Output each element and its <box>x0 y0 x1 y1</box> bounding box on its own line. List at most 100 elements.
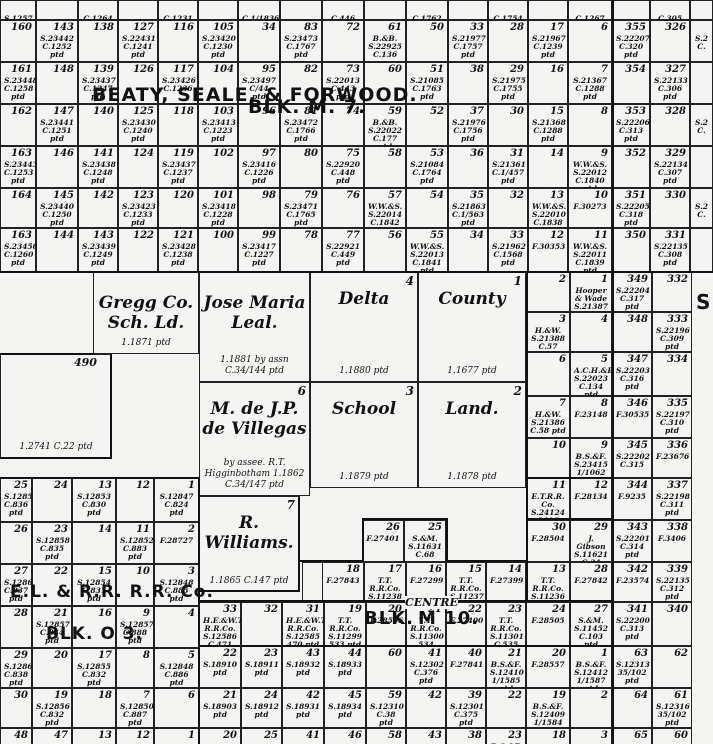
survey-section[interactable]: 48 <box>0 728 32 744</box>
survey-section[interactable] <box>690 62 713 104</box>
survey-section[interactable]: C.1264 ptd <box>78 0 118 31</box>
survey-section[interactable]: 38 <box>448 62 488 104</box>
survey-section[interactable]: 58 <box>366 728 406 744</box>
survey-section[interactable] <box>280 0 322 20</box>
survey-section[interactable]: 17T.T. R.R.Co. S.11238 532 ptd <box>364 562 406 609</box>
survey-section[interactable]: 98 <box>238 188 280 228</box>
survey-section[interactable]: 354 <box>612 62 650 104</box>
survey-section[interactable]: 3H.&W. S.21388 C.57 ptd <box>526 312 570 359</box>
survey-section[interactable]: S.2 C. <box>690 20 713 62</box>
survey-section[interactable]: 20 <box>32 648 72 688</box>
survey-section[interactable]: 25 <box>241 728 282 744</box>
survey-section[interactable]: S.1257 ptd <box>0 0 36 31</box>
survey-section[interactable]: 82 <box>280 62 322 104</box>
survey-section[interactable]: 74 <box>322 104 364 146</box>
survey-section[interactable]: 80 <box>280 146 322 188</box>
survey-section[interactable]: 34 <box>238 20 280 62</box>
survey-section[interactable]: 36 <box>448 146 488 188</box>
survey-section[interactable]: S.2 C. <box>690 104 713 146</box>
survey-section[interactable]: 24 <box>32 478 72 522</box>
survey-section[interactable]: 26 <box>0 522 32 564</box>
survey-section[interactable]: 54 <box>406 188 448 228</box>
survey-section[interactable]: 9B.S.&F. S.23415 1/1062 ptd <box>570 438 612 485</box>
survey-section[interactable]: 46 <box>324 728 366 744</box>
survey-section[interactable] <box>690 0 713 20</box>
survey-section[interactable]: 104 <box>198 62 238 104</box>
survey-section[interactable] <box>198 0 238 20</box>
survey-section[interactable]: 76 <box>322 188 364 228</box>
survey-section[interactable]: 31H.E.&W.T. R.R.Co. S.12585 470 ptd <box>282 602 328 649</box>
survey-section[interactable]: 32 <box>241 602 282 646</box>
survey-section[interactable]: 140 <box>78 104 118 146</box>
survey-section[interactable]: 148 <box>36 62 78 104</box>
survey-section[interactable]: C.305 ptd <box>650 0 690 31</box>
survey-section[interactable]: 14 <box>72 522 116 564</box>
survey-section[interactable]: 4 <box>154 606 199 648</box>
survey-section[interactable]: 11E.T.R.R. Co. S.24124 3416 ptd <box>526 478 570 533</box>
survey-section[interactable]: 18 <box>526 728 570 744</box>
survey-section[interactable]: 1 <box>154 728 199 744</box>
survey-section[interactable]: 27S.&M. S.11452 C.103 ptd <box>570 602 612 649</box>
survey-section[interactable]: 52 <box>406 104 448 146</box>
survey-section[interactable]: 6 <box>526 352 570 396</box>
survey-section[interactable]: 144 <box>36 228 78 272</box>
survey-section[interactable] <box>118 0 158 20</box>
survey-section[interactable]: 19T.T. R.R.Co. S.11299 533 ptd <box>324 602 366 649</box>
survey-section[interactable]: 11W.W.&S. S.22011 C.1839 ptd <box>568 228 612 275</box>
survey-section[interactable]: 34 <box>448 228 488 272</box>
survey-section[interactable]: 142 <box>78 188 118 228</box>
survey-section[interactable]: 1B.S.&F. S.12412 1/1587 ptd <box>570 646 612 693</box>
survey-section[interactable]: 4 <box>570 312 612 352</box>
survey-section[interactable]: 59B.&B. S.22022 C.177 ptd <box>364 104 406 151</box>
survey-section[interactable]: 42 <box>406 688 446 728</box>
survey-section[interactable]: 340 <box>652 602 692 646</box>
survey-section[interactable]: 33H.E.&W.T. R.R.Co. S.12586 C.471 ptd <box>199 602 245 657</box>
large-tract-tract2741[interactable]: 1.2741 C.22 ptd <box>0 354 112 458</box>
survey-section[interactable]: 16 <box>72 606 116 648</box>
survey-section[interactable]: 14 <box>528 146 568 188</box>
survey-section[interactable]: 21B.S.&F. S.12410 1/1585 ptd <box>486 646 526 693</box>
